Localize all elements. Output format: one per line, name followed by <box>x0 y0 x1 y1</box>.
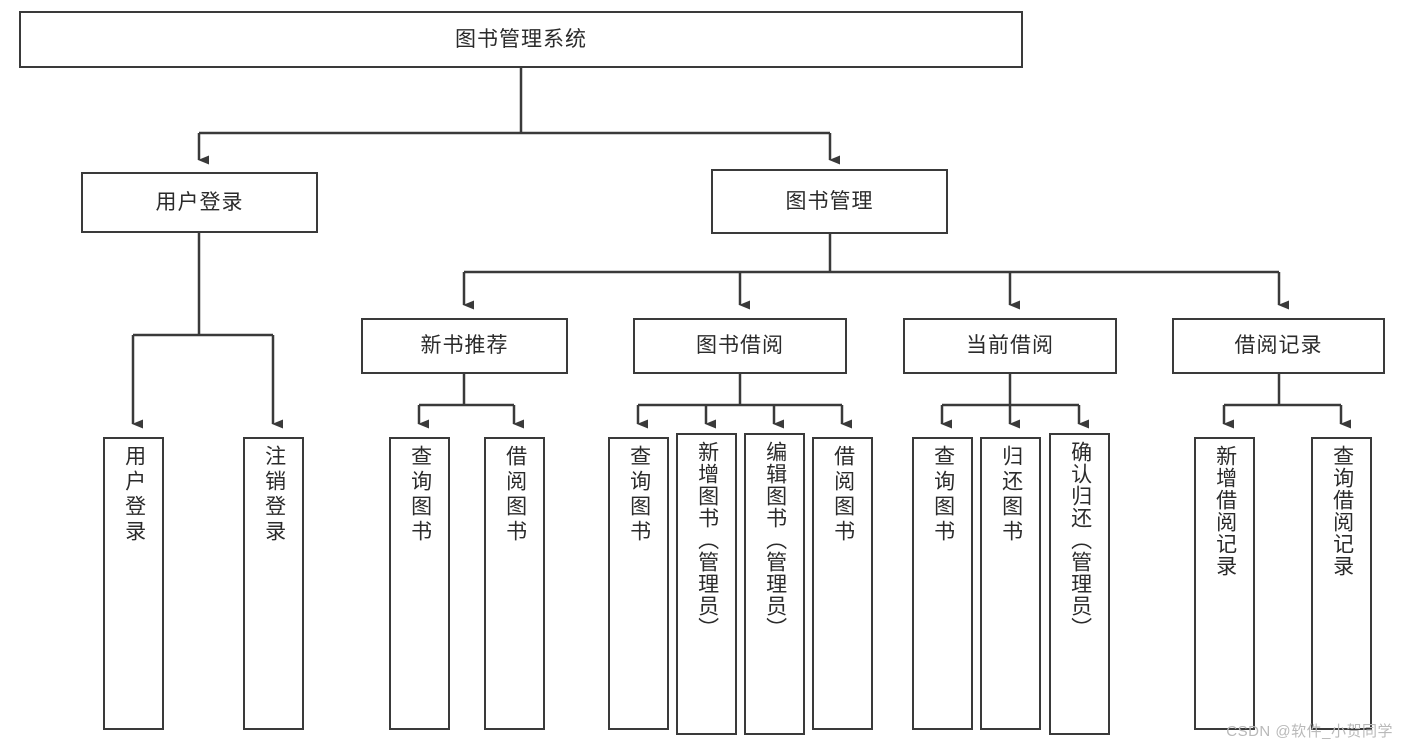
node-borrowing-record[interactable]: 借阅记录 <box>1172 318 1385 374</box>
node-label: 新增借阅记录 <box>1213 445 1237 577</box>
leaf-logout[interactable]: 注销登录 <box>243 437 304 730</box>
leaf-query-borrowing-record[interactable]: 查询借阅记录 <box>1311 437 1372 730</box>
leaf-query-book-recommendation[interactable]: 查询图书 <box>389 437 450 730</box>
node-label: 确认归还（管理员） <box>1068 441 1092 639</box>
leaf-borrow-book-borrowing[interactable]: 借阅图书 <box>812 437 873 730</box>
node-book-management[interactable]: 图书管理 <box>711 169 948 234</box>
node-label: 借阅记录 <box>1234 334 1323 358</box>
node-label: 用户登录 <box>122 445 146 545</box>
leaf-add-borrowing-record[interactable]: 新增借阅记录 <box>1194 437 1255 730</box>
node-root-book-management-system[interactable]: 图书管理系统 <box>19 11 1023 68</box>
leaf-query-book-borrowing[interactable]: 查询图书 <box>608 437 669 730</box>
leaf-user-login[interactable]: 用户登录 <box>103 437 164 730</box>
leaf-edit-book-admin[interactable]: 编辑图书（管理员） <box>744 433 805 735</box>
node-current-borrowing[interactable]: 当前借阅 <box>903 318 1117 374</box>
node-label: 新增图书（管理员） <box>695 441 719 639</box>
node-label: 借阅图书 <box>503 445 527 545</box>
node-label: 查询图书 <box>931 445 955 545</box>
node-label: 查询图书 <box>627 445 651 545</box>
node-label: 查询图书 <box>408 445 432 545</box>
node-label: 注销登录 <box>262 445 286 545</box>
node-user-login[interactable]: 用户登录 <box>81 172 318 233</box>
node-label: 查询借阅记录 <box>1330 445 1354 577</box>
node-new-book-recommendation[interactable]: 新书推荐 <box>361 318 568 374</box>
node-label: 用户登录 <box>155 190 244 214</box>
node-label: 图书管理系统 <box>455 27 587 51</box>
leaf-confirm-return-admin[interactable]: 确认归还（管理员） <box>1049 433 1110 735</box>
leaf-query-book-current[interactable]: 查询图书 <box>912 437 973 730</box>
leaf-return-book[interactable]: 归还图书 <box>980 437 1041 730</box>
leaf-borrow-book-recommendation[interactable]: 借阅图书 <box>484 437 545 730</box>
node-book-borrowing[interactable]: 图书借阅 <box>633 318 847 374</box>
watermark-text: CSDN @软件_小贺同学 <box>1226 723 1393 740</box>
leaf-add-book-admin[interactable]: 新增图书（管理员） <box>676 433 737 735</box>
node-label: 图书管理 <box>785 189 874 213</box>
node-label: 图书借阅 <box>696 334 784 358</box>
node-label: 编辑图书（管理员） <box>763 441 787 639</box>
node-label: 新书推荐 <box>420 334 509 358</box>
node-label: 借阅图书 <box>831 445 855 545</box>
node-label: 归还图书 <box>999 445 1023 545</box>
node-label: 当前借阅 <box>966 334 1054 358</box>
